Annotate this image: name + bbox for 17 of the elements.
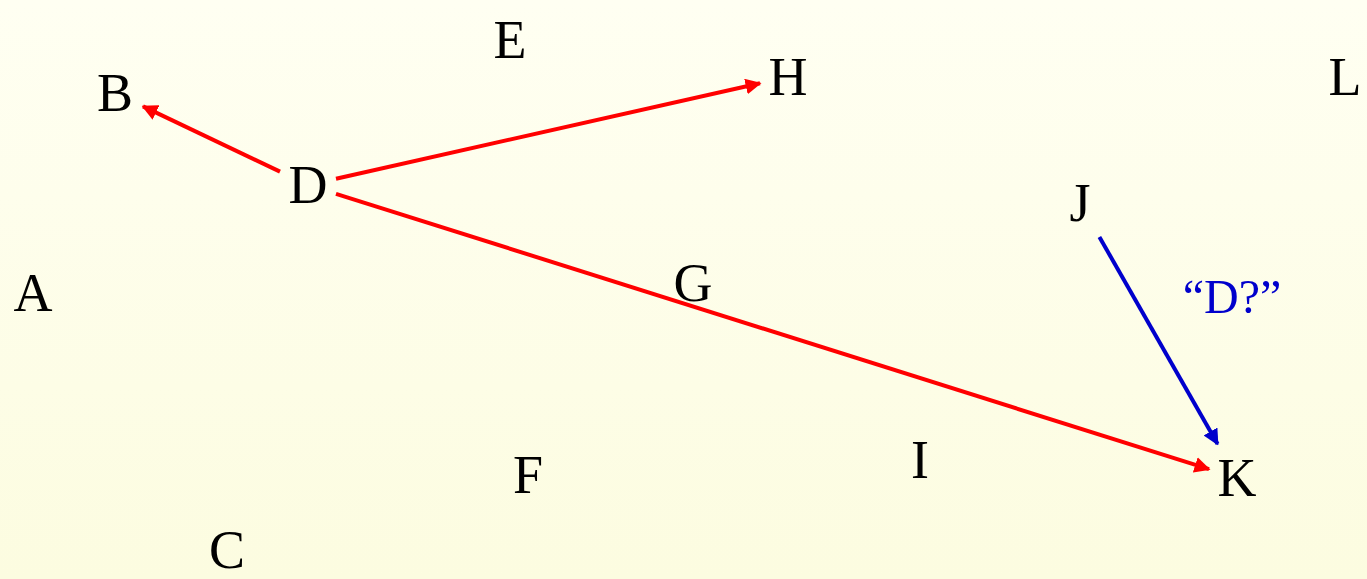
node-letter: E [493,13,527,67]
node-letter: A [13,266,53,320]
node-letter: B [97,66,133,120]
edge-label: “D?” [1182,273,1282,321]
arrow [141,104,281,174]
node-letter: K [1217,451,1257,505]
node-letter: D [288,158,328,212]
arrow [335,191,1211,473]
node-letter: I [911,433,929,487]
node-letter: H [768,50,808,104]
arrow [335,78,762,181]
node-letter: G [673,256,713,310]
node-letter: C [209,523,245,577]
node-letter: J [1069,176,1091,230]
arrow [1097,236,1220,446]
node-letter: F [512,448,543,502]
node-letter: L [1328,50,1362,104]
